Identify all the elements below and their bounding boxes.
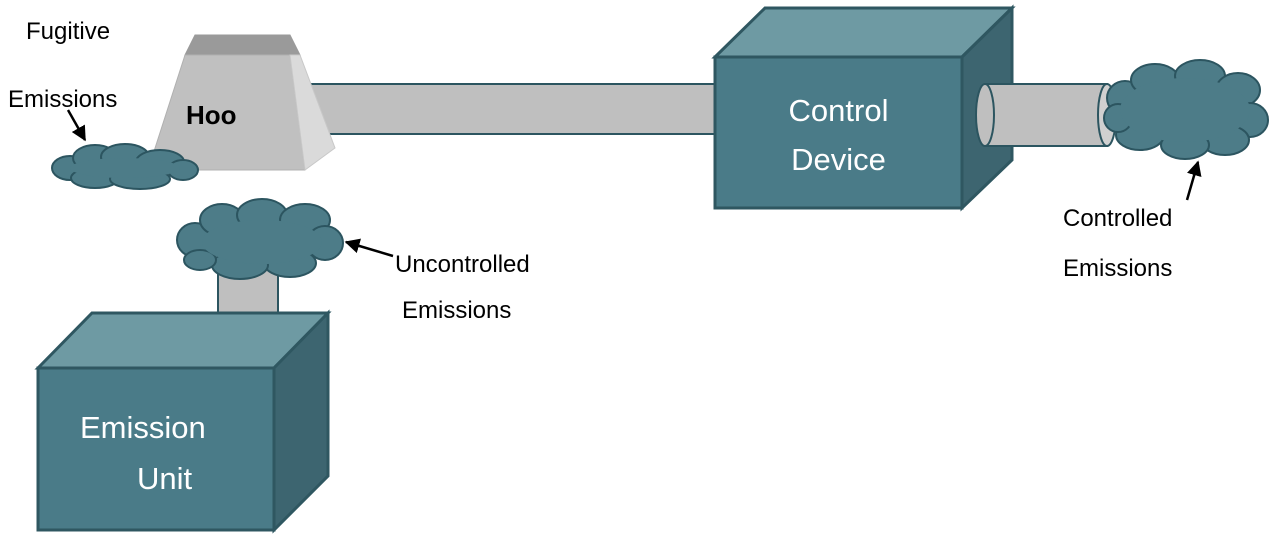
hood-shape — [147, 34, 336, 171]
duct-control-output — [975, 83, 1117, 147]
uncontrolled-label-line2: Emissions — [402, 297, 512, 324]
fugitive-emissions-cloud — [51, 143, 199, 190]
control-front — [713, 55, 964, 210]
fugitive-label-line1: Fugitive — [26, 18, 111, 45]
hood-side — [289, 54, 336, 171]
uncontrolled-emissions-cloud — [176, 198, 344, 280]
control-device-label-line1: Control — [788, 93, 889, 128]
hood-label: Hoo — [186, 100, 237, 130]
duct-body — [304, 83, 721, 135]
emission-unit-label-line1: Emission — [80, 410, 206, 445]
hood-top — [184, 34, 301, 56]
uncontrolled-arrow — [344, 238, 394, 258]
controlled-label-line1: Controlled — [1063, 205, 1173, 232]
control-device-label-line2: Device — [791, 142, 886, 177]
unit-front — [36, 366, 276, 532]
controlled-emissions-cloud — [1103, 59, 1269, 160]
control-device-box — [711, 4, 1016, 212]
output-duct-body — [984, 83, 1108, 147]
emission-unit-label-line2: Unit — [137, 461, 193, 496]
emission-unit-box — [34, 309, 332, 534]
uncontrolled-label-line1: Uncontrolled — [395, 251, 530, 278]
controlled-arrow — [1185, 160, 1202, 201]
duct-hood-to-control — [296, 83, 721, 135]
output-duct-start — [975, 83, 995, 147]
fugitive-arrow — [66, 109, 87, 142]
fugitive-label-line2: Emissions — [8, 86, 118, 113]
controlled-label-line2: Emissions — [1063, 255, 1173, 282]
